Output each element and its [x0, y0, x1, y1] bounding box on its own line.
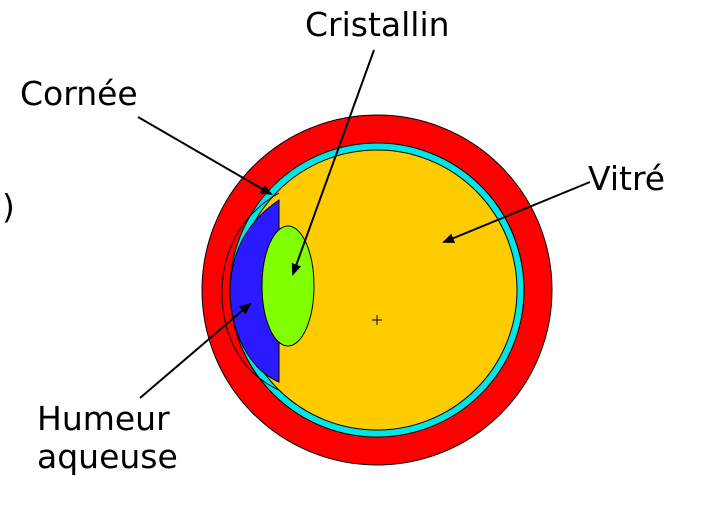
label-humeur-line1: Humeur [37, 400, 178, 438]
edge-paren-glyph: ) [2, 188, 15, 226]
label-humeur-line2: aqueuse [37, 438, 178, 476]
label-cristallin: Cristallin [305, 6, 450, 44]
label-cornee: Cornée [20, 75, 138, 113]
label-humeur-aqueuse: Humeur aqueuse [37, 400, 178, 476]
lens [262, 226, 314, 346]
arrow-cornee [138, 117, 271, 194]
label-vitre: Vitré [588, 160, 665, 198]
